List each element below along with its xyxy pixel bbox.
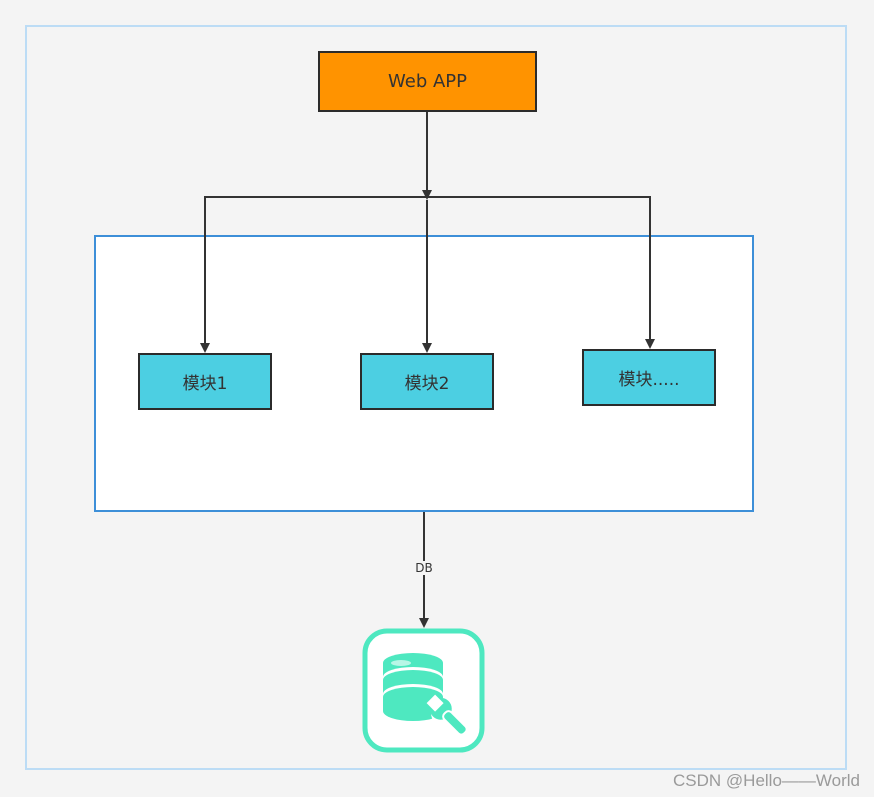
node-module-1: 模块1 [138, 353, 272, 410]
node-module-2: 模块2 [360, 353, 494, 410]
edge-label-db: DB [404, 561, 444, 575]
node-module-3: 模块..... [582, 349, 716, 406]
outer-frame [25, 25, 847, 770]
node-web-app: Web APP [318, 51, 537, 112]
database-wrench-icon [362, 628, 485, 753]
watermark: CSDN @Hello——World [673, 771, 860, 790]
